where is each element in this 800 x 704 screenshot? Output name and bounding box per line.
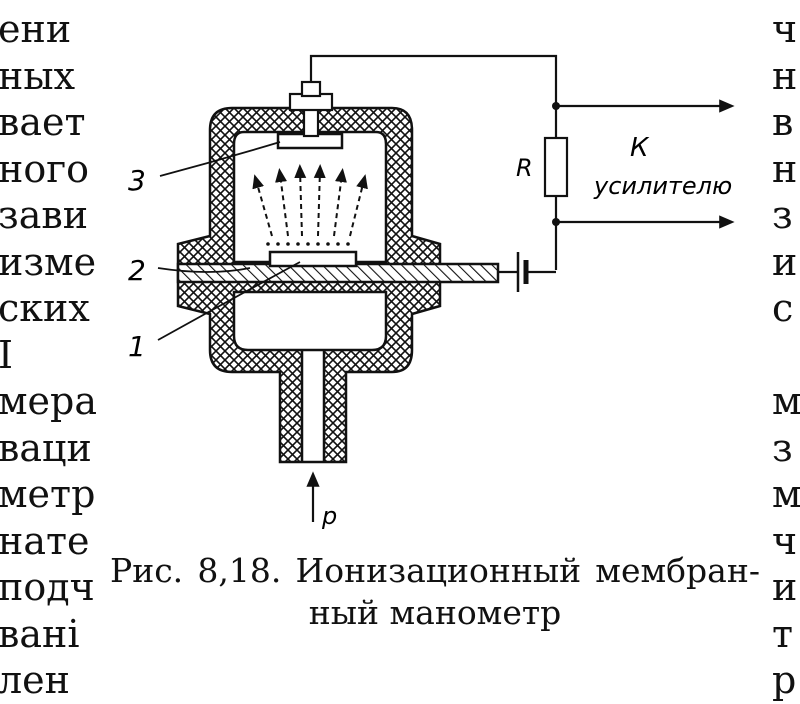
- right-column-line: н: [772, 53, 798, 98]
- left-column-line: ваци: [0, 425, 92, 470]
- left-column-line: вает: [0, 100, 86, 144]
- label-3: 3: [128, 164, 146, 197]
- output-label-k: К: [630, 133, 650, 163]
- label-R: R: [516, 154, 533, 182]
- caption-line-1: Рис. 8,18. Ионизационный мембран-: [110, 551, 760, 590]
- label-1: 1: [128, 330, 146, 363]
- left-column-line: лен: [0, 658, 70, 702]
- right-column-line: и: [772, 565, 798, 609]
- pressure-label: p: [321, 502, 337, 530]
- left-column-line: подч: [0, 565, 95, 609]
- right-column-line: м: [772, 472, 800, 516]
- label-2: 2: [128, 254, 146, 287]
- junction-bottom: [552, 218, 560, 226]
- right-column-line: н: [772, 146, 798, 191]
- left-column-line: зави: [0, 193, 89, 237]
- right-column-line: м: [772, 379, 800, 423]
- ion-dots: [266, 242, 350, 246]
- terminal-top: [300, 80, 322, 98]
- left-column-line: изме: [0, 239, 97, 284]
- figure-caption: Рис. 8,18. Ионизационный мембран- ный ма…: [110, 550, 760, 634]
- source-1: [268, 250, 358, 268]
- manometer-housing: [176, 106, 442, 464]
- right-column-line: ч: [772, 518, 798, 563]
- caption-line-2: ный манометр: [308, 593, 562, 632]
- left-column-line: ного: [0, 146, 89, 191]
- right-column-line: и: [772, 239, 798, 284]
- resistor-R: [543, 136, 569, 198]
- left-column-line: нате: [0, 518, 90, 563]
- circuit-wires: [309, 54, 558, 274]
- leader-lines: [157, 141, 301, 341]
- right-column-line: з: [772, 193, 793, 237]
- right-column-line: з: [772, 425, 793, 470]
- manometer-diagram: 3 2 1 R К усилителю p: [128, 54, 735, 530]
- left-column-line: ских: [0, 286, 90, 330]
- output-lines: [556, 99, 735, 229]
- electrode-stem: [302, 106, 320, 138]
- left-column-line: мера: [0, 379, 98, 423]
- right-column-line: в: [772, 100, 794, 144]
- ionization-arrows: [252, 164, 368, 237]
- output-label-amplifier: усилителю: [593, 172, 732, 200]
- left-column-line: метр: [0, 472, 96, 516]
- left-column-line: ных: [0, 53, 76, 98]
- left-column-line: ени: [0, 7, 72, 51]
- right-column-line: ч: [772, 7, 798, 51]
- left-column-line: I: [0, 332, 14, 377]
- right-column-line: р: [772, 658, 797, 702]
- right-column-line: с: [772, 286, 794, 330]
- junction-top: [552, 102, 560, 110]
